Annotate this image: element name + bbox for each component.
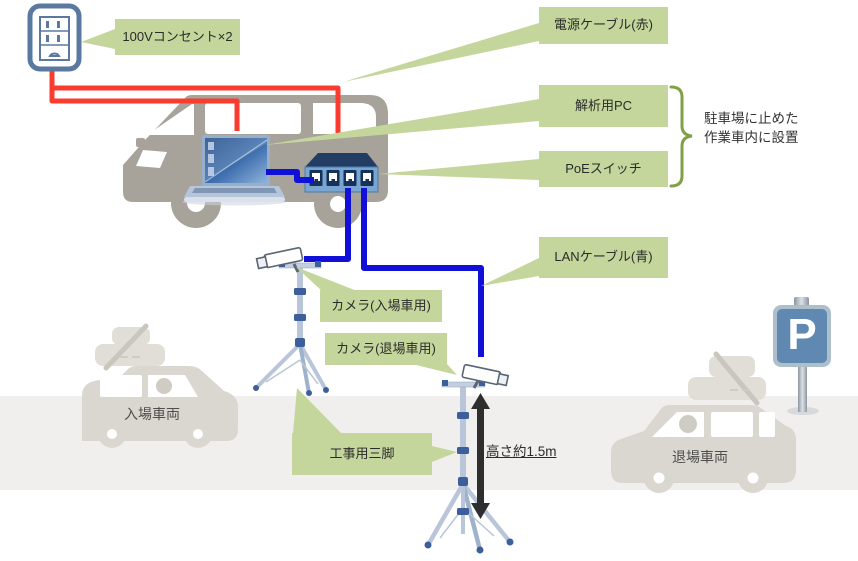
sign-pole-cap: [794, 297, 809, 307]
label-power-outlet: 100Vコンセント×2: [115, 19, 240, 55]
wheel-hub: [107, 429, 117, 439]
note-line-1: 駐車場に止めた: [704, 111, 799, 126]
exit-vehicle-group: [611, 351, 796, 493]
cctv-camera-exit-icon: [461, 363, 510, 389]
label-tripod: 工事用三脚: [292, 433, 432, 475]
car-window: [100, 375, 142, 397]
parking-sign-icon: [773, 297, 831, 415]
switch-top: [305, 153, 378, 167]
van-front-window: [136, 150, 167, 168]
label-analysis-pc: 解析用PC: [539, 85, 668, 127]
car-window: [711, 412, 753, 437]
lan-cable-blue: [266, 169, 484, 357]
laptop-keyboard: [192, 188, 277, 193]
entry-vehicle-group: [82, 323, 238, 448]
van-side-window: [313, 103, 376, 134]
construction-tripod-icon: [424, 380, 514, 554]
sign-pole: [798, 360, 807, 412]
label-camera-exit: カメラ(退場車用): [325, 333, 447, 365]
driver-head: [156, 378, 172, 394]
height-arrow-icon: [471, 393, 490, 519]
label-lan-cable: LANケーブル(青): [539, 237, 668, 278]
label-camera-height: 高さ約1.5m: [486, 444, 557, 459]
cctv-camera-entry-icon: [255, 246, 304, 273]
wheel-hub: [747, 472, 759, 484]
label-power-cable: 電源ケーブル(赤): [539, 7, 668, 44]
van-side-window: [205, 103, 301, 134]
label-camera-entry: カメラ(入場車用): [320, 290, 442, 322]
switch-ports: [309, 170, 374, 186]
parking-sign-letter: P: [787, 310, 817, 359]
wheel-hub: [330, 196, 346, 212]
power-outlet-icon: [27, 3, 82, 72]
label-entry-vehicle: 入場車両: [124, 406, 180, 422]
group-brace: [669, 85, 693, 188]
label-exit-vehicle: 退場車両: [672, 449, 728, 465]
construction-tripod-icon: [253, 261, 329, 396]
note-installed-in-van: 駐車場に止めた 作業車内に設置: [704, 109, 799, 147]
van-windshield: [147, 104, 194, 135]
note-line-2: 作業車内に設置: [704, 130, 799, 145]
car-window: [759, 412, 775, 437]
driver-head: [679, 415, 697, 433]
roof-cargo-icon: [688, 351, 766, 406]
wheel-hub: [193, 429, 203, 439]
roof-cargo-icon: [95, 323, 165, 371]
laptop-icon: [182, 135, 286, 206]
callout-pointers: [81, 23, 539, 462]
power-cable-red: [49, 68, 341, 133]
wheel-hub: [653, 472, 665, 484]
label-poe-switch: PoEスイッチ: [539, 151, 668, 187]
poe-switch-icon: [304, 153, 379, 193]
